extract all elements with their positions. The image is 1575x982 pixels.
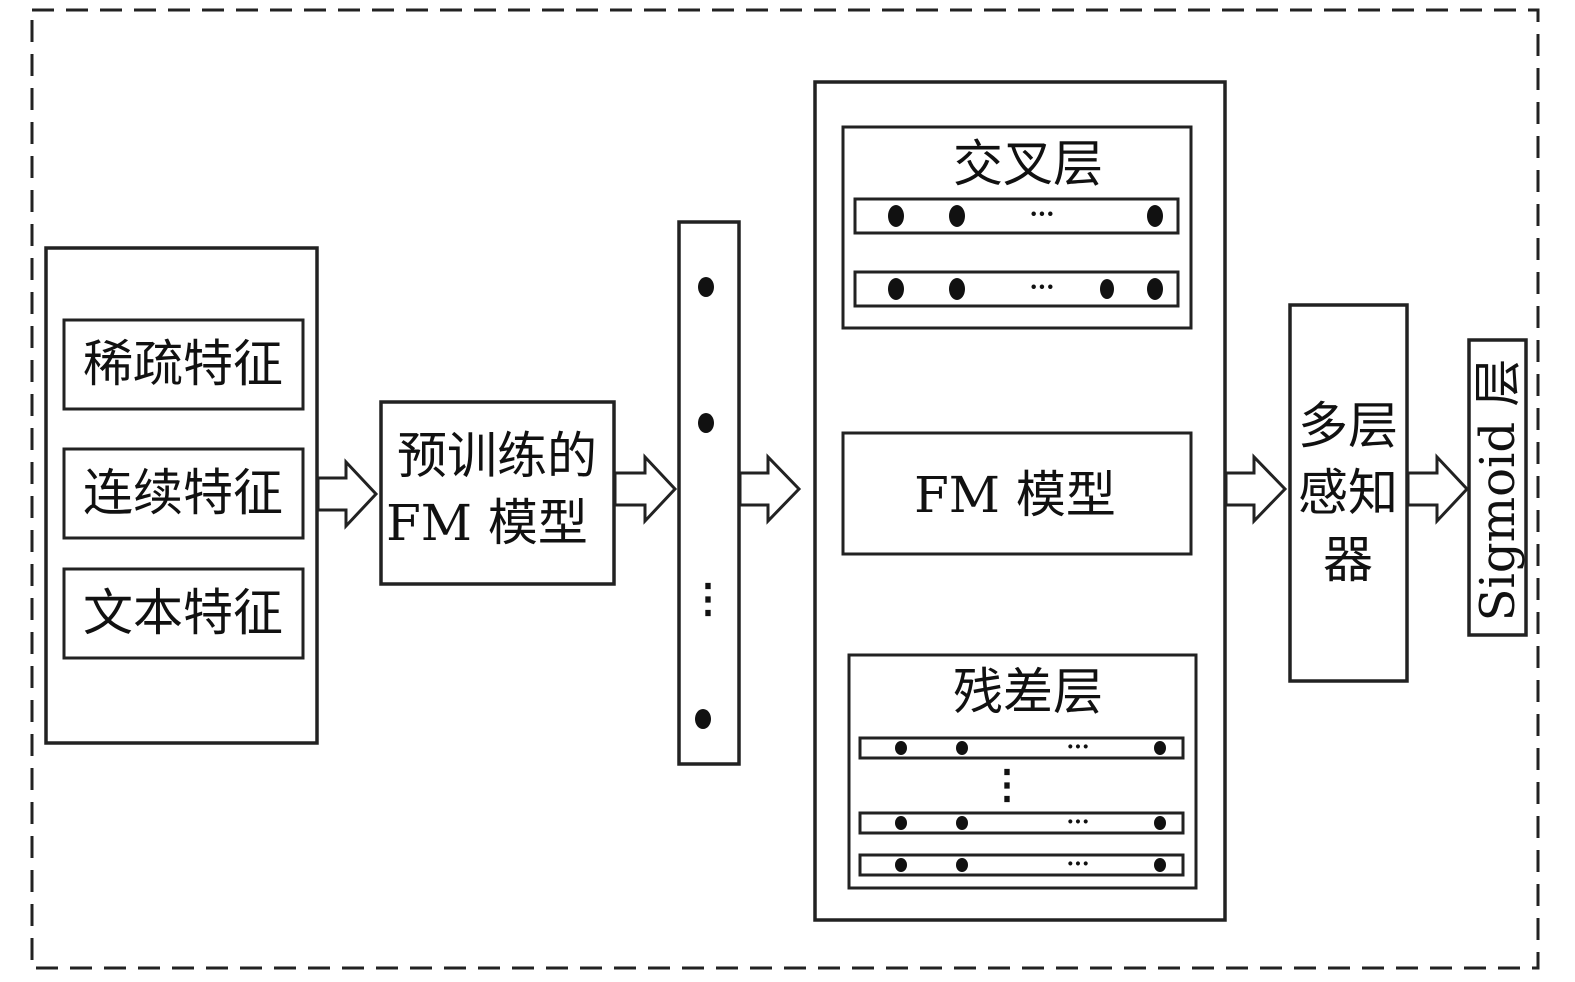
arrow-1 [316,458,379,530]
sparse-feature-box [62,318,305,411]
embedding-ellipsis: ⋮ [688,575,728,622]
continuous-feature-box [62,447,305,540]
vector-dot [895,858,907,872]
vector-dot [956,816,968,830]
continuous-feature-label: 连续特征 [83,464,283,522]
embedding-vector-box [677,220,741,766]
arrow-3 [738,453,802,525]
mlp-line1: 多层 [1298,397,1398,455]
pretrained-fm-line2: FM 模型 [386,494,588,552]
arrow-2 [613,453,678,525]
vector-ellipsis: ··· [1067,851,1090,877]
residual-ellipsis: ⋮ [987,761,1027,808]
vector-dot [949,278,965,300]
residual-layer-title: 残差层 [953,663,1103,721]
vector-ellipsis: ··· [1067,809,1090,835]
embedding-dot [698,277,714,297]
text-feature-box [62,567,305,660]
vector-dot [895,816,907,830]
embedding-dot [695,709,711,729]
vector-dot [1154,858,1166,872]
vector-dot [1154,816,1166,830]
pretrained-fm-line1: 预训练的 [397,427,597,485]
vector-dot [1100,279,1114,299]
vector-ellipsis: ··· [1029,272,1054,301]
vector-ellipsis: ··· [1067,734,1090,760]
vector-dot [956,741,968,755]
sigmoid-label: Sigmoid 层 [1470,359,1526,622]
arrow-4 [1224,453,1288,525]
sparse-feature-label: 稀疏特征 [83,335,283,393]
fm-model-box [841,431,1193,556]
vector-dot [888,205,904,227]
cross-vector-2 [853,270,1180,308]
fm-model-label: FM 模型 [914,466,1116,524]
vector-dot [1147,278,1163,300]
cross-vector-1 [853,197,1180,235]
mlp-line2: 感知 [1298,464,1398,522]
mlp-line3: 器 [1323,531,1373,589]
outer-dashed-frame [30,8,1540,970]
residual-vector-1 [858,736,1185,760]
embedding-dot [698,413,714,433]
arrow-5 [1406,453,1470,525]
vector-dot [956,858,968,872]
text-feature-label: 文本特征 [83,584,283,642]
vector-dot [1147,205,1163,227]
vector-dot [1154,741,1166,755]
residual-vector-2 [858,811,1185,835]
vector-dot [949,205,965,227]
cross-layer-title: 交叉层 [953,135,1103,193]
residual-vector-3 [858,853,1185,877]
vector-ellipsis: ··· [1029,199,1054,228]
vector-dot [888,278,904,300]
sigmoid-box [1467,338,1528,637]
vector-dot [895,741,907,755]
residual-layer-box [847,653,1198,890]
